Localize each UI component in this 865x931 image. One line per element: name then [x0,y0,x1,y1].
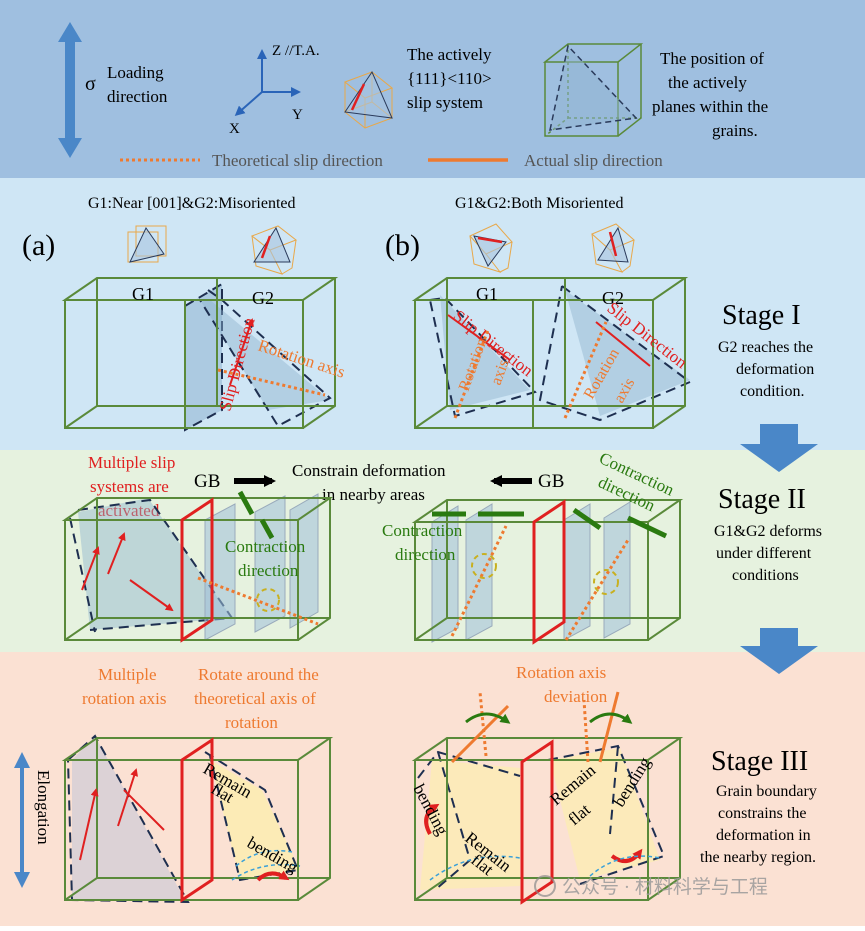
rotate-around-label-2: theoretical axis of [194,689,316,708]
stage2-bicrystal-b [411,499,684,645]
loading-label: Loading [107,63,164,82]
gb-label-left: GB [194,471,220,492]
panel-label-a: (a) [22,229,55,262]
stage-transition-arrow-1 [740,424,818,472]
stage3-desc-4: the nearby region. [700,849,816,866]
multiple-rotation-label-1: Multiple [98,665,157,684]
stage1-bicrystal-b [411,277,692,429]
stage2-desc-2: under different [716,545,812,562]
slip-system-label-1: The actively [407,45,492,64]
planes-label-4: grains. [712,121,758,140]
constrain-label-1: Constrain deformation [292,461,446,480]
stage-transition-arrow-2 [740,628,818,674]
rotate-around-label-3: rotation [225,713,278,732]
axis-z-label: Z //T.A. [272,43,320,59]
g1-label-a: G1 [132,284,154,304]
multiple-slip-label-1: Multiple slip [88,453,175,472]
stage1-title-b: G1&G2:Both Misoriented [455,195,623,212]
stage2-heading: Stage II [718,484,806,515]
planes-label-3: planes within the [652,97,768,116]
stage1-desc-3: condition. [740,383,804,400]
stage3-bicrystal-a [61,734,334,904]
multiple-slip-label-2: systems are [90,477,169,496]
theoretical-slip-label: Theoretical slip direction [212,151,383,170]
g1-orientation-cube-b [469,223,513,273]
planes-label-1: The position of [660,49,764,68]
coordinate-axes-icon [234,49,301,116]
stage2-desc-3: conditions [732,567,799,584]
slip-direction-arrow-b1 [447,314,511,361]
stage1-desc-2: deformation [736,361,814,378]
gb-label-right: GB [538,471,564,492]
watermark-logo-icon [534,875,556,897]
legend-panel [0,0,865,178]
g1-orientation-cube-a [127,225,167,263]
stage1-panel [0,178,865,450]
planes-label-2: the actively [668,73,747,92]
slip-system-label-3: slip system [407,93,483,112]
stage3-bicrystal-b [411,691,684,905]
active-planes-cube-icon [542,43,644,137]
stage2-desc-1: G1&G2 deforms [714,523,822,540]
deviation-label-1: Rotation axis [516,663,606,682]
stage1-desc-1: G2 reaches the [718,339,813,356]
slip-system-cube-icon [343,70,394,129]
constrain-label-2: in nearby areas [322,485,425,504]
contraction-label-b-1: Contraction [382,521,463,540]
stage3-desc-3: deformation in [716,827,811,844]
elongation-arrow [14,752,30,888]
rotate-around-label-1: Rotate around the [198,665,319,684]
g2-orientation-cube-a [250,225,298,275]
sigma-symbol: σ [85,73,96,95]
stage1-bicrystal-a [61,277,339,432]
contraction-label-a-1: Contraction [225,537,306,556]
loading-direction-arrow [58,22,82,158]
stage3-heading: Stage III [711,746,808,777]
stage3-desc-2: constrains the [718,805,806,822]
elongation-label: Elongation [34,770,53,845]
g2-label-b: G2 [602,288,624,308]
slip-direction-arrow-b2 [595,321,651,367]
stage2-bicrystal-a [61,490,334,643]
loading-label-2: direction [107,87,168,106]
watermark-text: 公众号 · 材料科学与工程 [562,876,768,898]
stage1-heading: Stage I [722,300,801,331]
multiple-rotation-label-2: rotation axis [82,689,167,708]
rotation-axis-line-b2 [563,321,608,419]
actual-slip-label: Actual slip direction [524,151,663,170]
contraction-label-a-2: direction [238,561,299,580]
contraction-label-b-2: direction [395,545,456,564]
deviation-label-2: deviation [544,687,608,706]
slip-direction-arrow-a [229,318,254,386]
axis-y-label: Y [292,107,303,123]
stage3-desc-1: Grain boundary [716,783,817,800]
rotation-axis-line-b1 [453,329,490,419]
g1-label-b: G1 [476,284,498,304]
slip-system-label-2: {111}<110> [407,69,492,88]
g2-label-a: G2 [252,288,274,308]
g2-orientation-cube-b [591,223,635,273]
rotation-axis-line-a [217,368,326,397]
stage1-title-a: G1:Near [001]&G2:Misoriented [88,195,296,212]
axis-x-label: X [229,121,240,137]
panel-label-b: (b) [385,229,420,262]
